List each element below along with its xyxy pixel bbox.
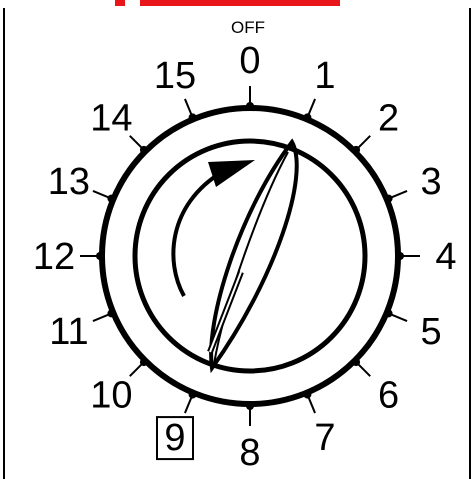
mark-label-3[interactable]: 3 [421, 161, 442, 203]
mark-label-6[interactable]: 6 [378, 375, 399, 417]
tick-line-11 [93, 314, 110, 321]
off-label: OFF [231, 18, 265, 37]
tick-line-3 [390, 191, 407, 198]
mark-label-14[interactable]: 14 [90, 97, 132, 139]
mark-label-2[interactable]: 2 [378, 97, 399, 139]
tick-line-9 [185, 396, 192, 413]
tick-line-5 [390, 314, 407, 321]
tick-line-13 [93, 191, 110, 198]
mark-label-10[interactable]: 10 [90, 375, 132, 417]
mark-label-5[interactable]: 5 [421, 311, 442, 353]
tick-line-15 [185, 99, 192, 116]
tick-line-2 [357, 136, 370, 149]
mark-label-12[interactable]: 12 [33, 236, 75, 278]
outer-ring [102, 108, 398, 404]
mark-label-0[interactable]: 0 [239, 40, 260, 82]
timer-knob-icon[interactable] [135, 141, 365, 371]
tick-line-6 [357, 363, 370, 376]
mark-label-7[interactable]: 7 [314, 417, 335, 459]
mark-label-13[interactable]: 13 [48, 161, 90, 203]
tick-line-1 [308, 99, 315, 116]
tick-line-7 [308, 396, 315, 413]
mark-label-15[interactable]: 15 [154, 55, 196, 97]
mark-label-8[interactable]: 8 [239, 432, 260, 474]
mark-label-11[interactable]: 11 [49, 311, 88, 353]
mark-label-4[interactable]: 4 [435, 236, 456, 278]
mark-label-9[interactable]: 9 [164, 417, 185, 459]
mark-label-1[interactable]: 1 [314, 55, 335, 97]
